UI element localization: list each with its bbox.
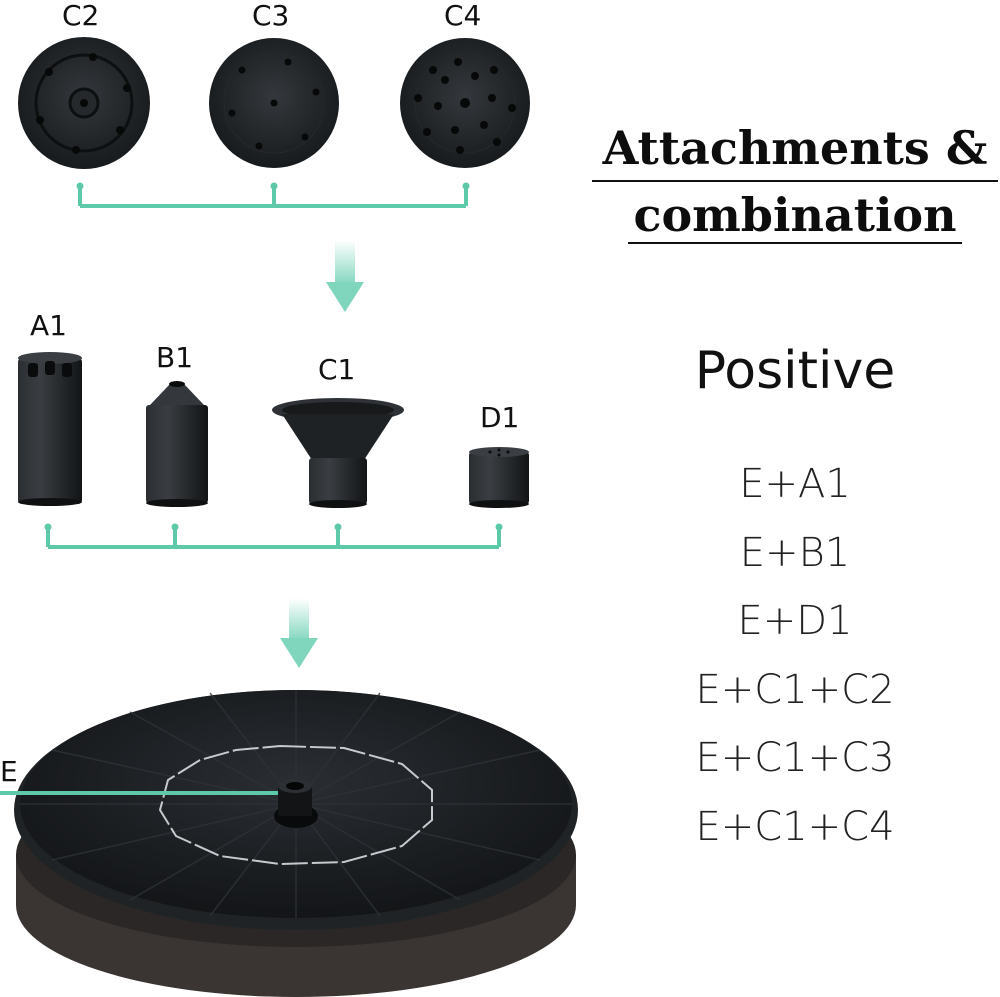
label-c4: C4 bbox=[444, 0, 482, 32]
heading-line-2: combination bbox=[633, 188, 957, 242]
subtitle-positive: Positive bbox=[694, 341, 896, 401]
label-e: E bbox=[0, 755, 18, 788]
connector-dot bbox=[44, 523, 52, 531]
heading-underline-2 bbox=[628, 242, 962, 244]
heading-line-1: Attachments & bbox=[602, 121, 988, 175]
label-d1: D1 bbox=[480, 401, 520, 434]
combination-item: E+D1 bbox=[737, 598, 853, 644]
connector-dot bbox=[495, 523, 503, 531]
combination-item: E+A1 bbox=[739, 461, 851, 507]
label-c1: C1 bbox=[318, 353, 356, 386]
label-c2: C2 bbox=[62, 0, 100, 32]
combination-item: E+C1+C3 bbox=[695, 735, 895, 781]
nozzle-c1 bbox=[272, 398, 404, 508]
label-c3: C3 bbox=[252, 0, 290, 32]
label-a1: A1 bbox=[30, 309, 67, 342]
nozzle-a1 bbox=[18, 352, 82, 506]
nozzle-c4-disc bbox=[400, 38, 530, 168]
connector-dot bbox=[171, 523, 179, 531]
combination-item: E+C1+C2 bbox=[695, 666, 895, 713]
panel-cell-outline bbox=[158, 744, 433, 866]
label-b1: B1 bbox=[156, 341, 194, 374]
combination-item: E+C1+C4 bbox=[695, 803, 895, 850]
connector-dot bbox=[334, 523, 342, 531]
connector-dot bbox=[462, 182, 470, 190]
nozzle-c3-disc bbox=[209, 38, 339, 168]
heading-underline-1 bbox=[592, 180, 998, 182]
down-arrow-icon bbox=[326, 240, 364, 312]
nozzle-b1 bbox=[146, 381, 208, 507]
combination-item: E+B1 bbox=[739, 529, 851, 576]
nozzle-d1 bbox=[469, 447, 529, 508]
nozzle-c2-disc bbox=[18, 37, 150, 169]
connector-dot bbox=[76, 182, 84, 190]
connector-dot bbox=[270, 182, 278, 190]
down-arrow-icon bbox=[280, 598, 318, 668]
solar-fountain-panel bbox=[14, 690, 578, 997]
middle-connector-bracket bbox=[46, 527, 501, 549]
